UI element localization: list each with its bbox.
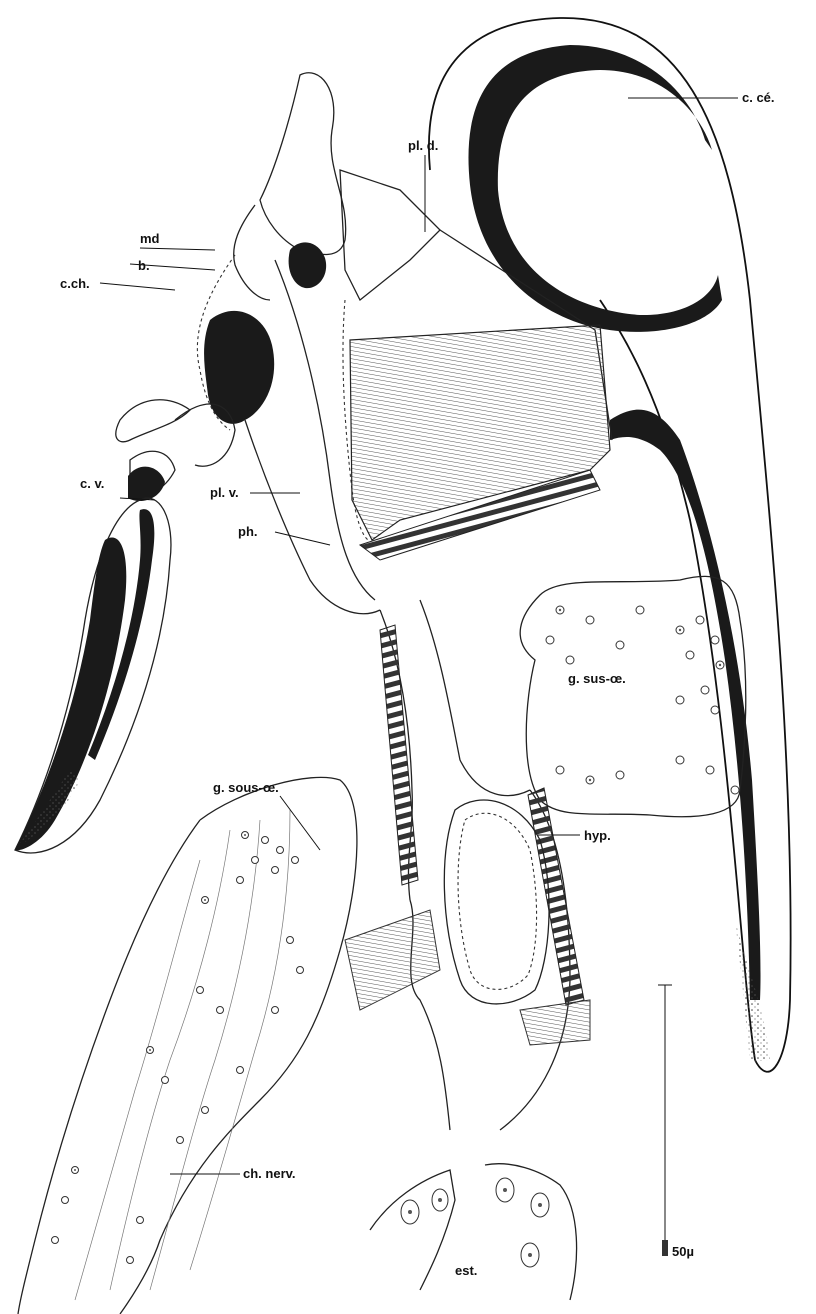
oesophagus — [345, 600, 590, 1130]
stomach-epithelium — [370, 1164, 577, 1300]
leader-lines — [100, 98, 738, 1256]
ganglion-sous-oe-cells — [52, 832, 304, 1264]
label-hyp: hyp. — [584, 828, 611, 843]
label-g-sous-oe: g. sous-œ. — [213, 780, 279, 795]
label-ph: ph. — [238, 524, 258, 539]
label-est: est. — [455, 1263, 477, 1278]
fibre-lines — [75, 810, 290, 1300]
ganglion-sus-oe — [520, 576, 746, 816]
label-pl-v: pl. v. — [210, 485, 239, 500]
label-md: md — [140, 231, 160, 246]
label-ch-nerv: ch. nerv. — [243, 1166, 296, 1181]
label-c-ch: c.ch. — [60, 276, 90, 291]
label-scale: 50µ — [672, 1244, 694, 1259]
labels: c. cé. pl. d. md b. c.ch. c. v. pl. v. p… — [60, 90, 775, 1278]
muscle-block — [350, 325, 610, 560]
ganglion-sous-oe — [18, 777, 357, 1314]
hypopharynx — [444, 800, 549, 1004]
label-b: b. — [138, 258, 150, 273]
label-c-v: c. v. — [80, 476, 104, 491]
label-c-ce: c. cé. — [742, 90, 775, 105]
cephalic-capsule — [429, 18, 791, 1072]
blade — [15, 498, 171, 853]
label-g-sus-oe: g. sus-œ. — [568, 671, 626, 686]
label-pl-d: pl. d. — [408, 138, 438, 153]
